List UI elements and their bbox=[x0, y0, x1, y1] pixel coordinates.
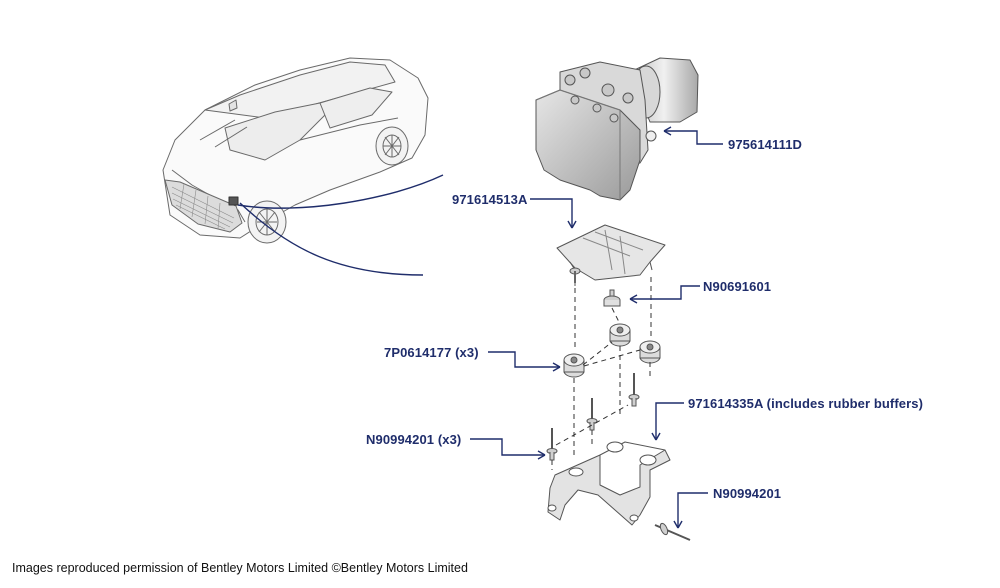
bolt-part bbox=[603, 289, 621, 307]
label-upper-bracket: 971614513A bbox=[452, 192, 528, 207]
upper-bracket bbox=[556, 224, 666, 286]
rubber-buffers bbox=[563, 323, 661, 378]
label-abs-unit: 975614111D bbox=[728, 137, 803, 152]
copyright-footer: Images reproduced permission of Bentley … bbox=[12, 561, 468, 575]
alignment-lines bbox=[551, 277, 652, 470]
label-studs: N90994201 (x3) bbox=[366, 432, 462, 447]
callout-leaders bbox=[470, 126, 723, 529]
car-illustration bbox=[162, 57, 429, 244]
car-callout-curves bbox=[237, 174, 444, 276]
label-rubber-buffers: 7P0614177 (x3) bbox=[384, 345, 479, 360]
label-bolt: N90691601 bbox=[703, 279, 772, 294]
label-single-stud: N90994201 bbox=[713, 486, 782, 501]
single-stud bbox=[654, 522, 691, 541]
studs bbox=[546, 373, 640, 461]
label-lower-bracket: 971614335A (includes rubber buffers) bbox=[688, 396, 924, 411]
abs-unit bbox=[535, 57, 699, 201]
lower-bracket bbox=[547, 441, 671, 526]
